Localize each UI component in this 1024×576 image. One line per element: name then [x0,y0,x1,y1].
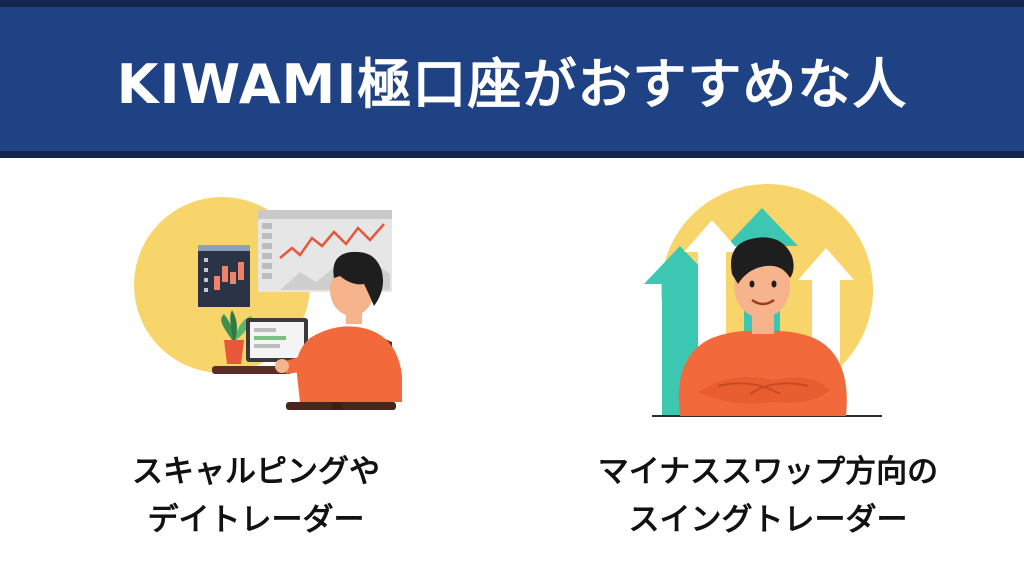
caption-line-1: マイナススワップ方向の [597,454,939,490]
hair [731,237,794,284]
recommendation-caption: スキャルピングや デイトレーダー [0,448,512,544]
caption-line-2: スイングトレーダー [628,502,908,538]
recommendation-caption: マイナススワップ方向の スイングトレーダー [512,448,1024,544]
header-banner: KIWAMI極口座がおすすめな人 [0,0,1024,158]
trader-at-laptop-illustration [134,197,402,410]
page-title: KIWAMI極口座がおすすめな人 [116,52,908,116]
caption-line-1: スキャルピングや [132,454,380,490]
plant-icon [221,310,252,364]
hair [333,251,383,306]
orange-shirt [678,330,847,416]
caption-line-2: デイトレーダー [147,502,365,538]
desk [212,366,292,374]
recommendation-card-scalper: スキャルピングや デイトレーダー [0,180,512,576]
laptop-icon [246,318,308,362]
orange-shirt [296,326,402,402]
recommendation-card-swing-trader: マイナススワップ方向の スイングトレーダー [512,180,1024,576]
candlestick-window-icon [198,245,250,307]
confident-man-rising-arrows-illustration [644,184,882,417]
